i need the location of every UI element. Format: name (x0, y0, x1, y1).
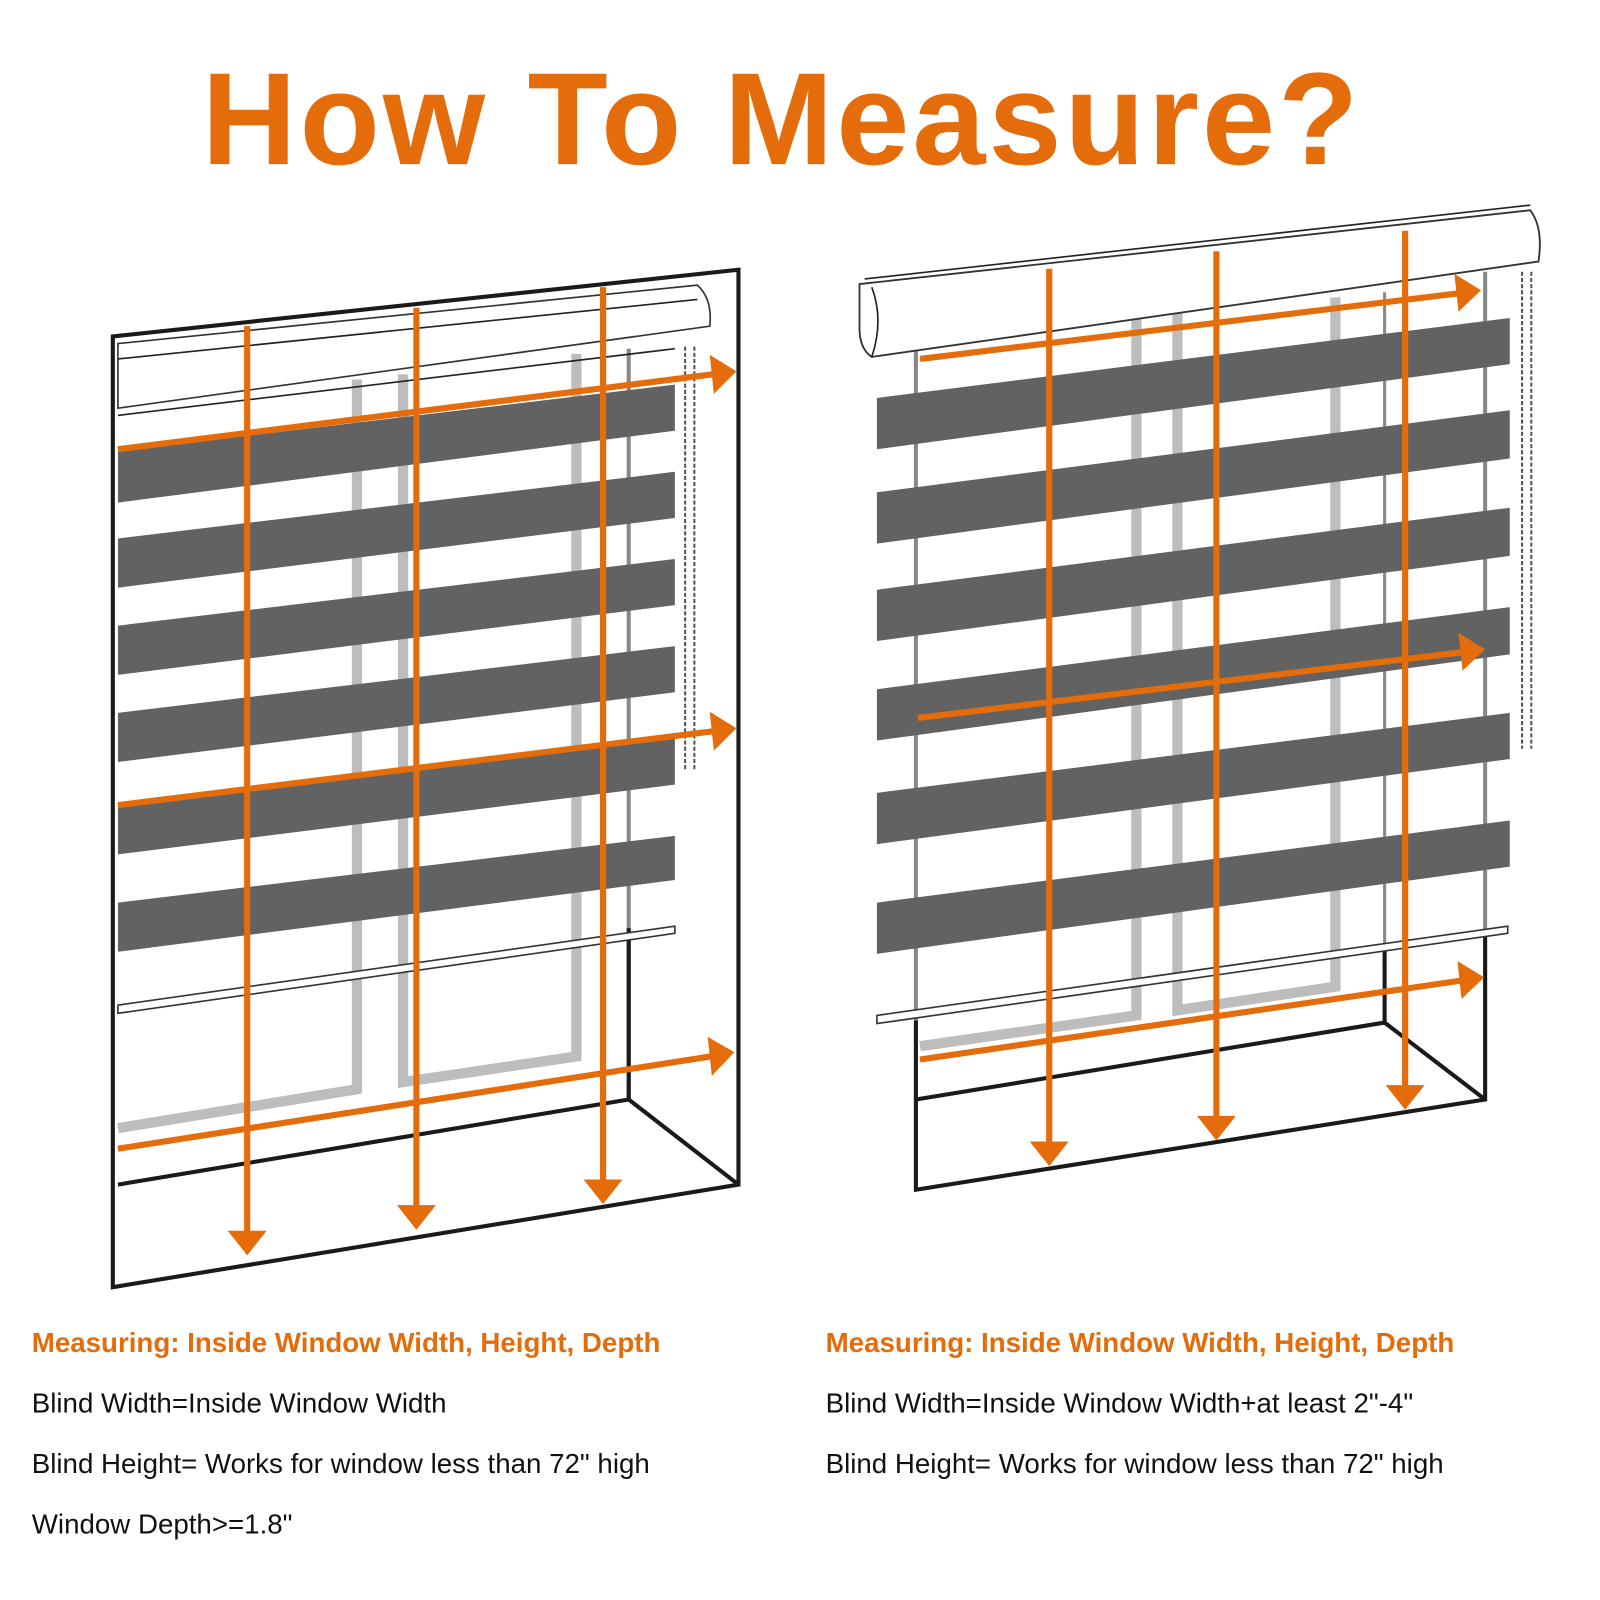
left-line-width: Blind Width=Inside Window Width (32, 1387, 447, 1418)
right-line-width: Blind Width=Inside Window Width+at least… (826, 1387, 1414, 1418)
bottom-rail (117, 925, 676, 1015)
right-caption: Measuring: Inside Window Width, Height, … (826, 1327, 1455, 1479)
right-heading: Measuring: Inside Window Width, Height, … (826, 1327, 1455, 1358)
blind-slats (117, 384, 675, 952)
window-frame (110, 267, 741, 1290)
headrail-right (858, 209, 1541, 358)
inside-mount-illustration (110, 267, 741, 1290)
left-caption: Measuring: Inside Window Width, Height, … (32, 1327, 661, 1540)
bead-chain (684, 346, 696, 770)
measure-arrows-right (917, 230, 1486, 1167)
blind-slats-right (876, 317, 1510, 954)
left-line-height: Blind Height= Works for window less than… (32, 1448, 650, 1479)
left-heading: Measuring: Inside Window Width, Height, … (32, 1327, 661, 1358)
measure-arrows (117, 287, 737, 1256)
right-line-height: Blind Height= Works for window less than… (826, 1448, 1444, 1479)
page-title: How To Measure? (202, 45, 1362, 192)
outside-mount-illustration (858, 204, 1541, 1193)
bead-chain-right (1521, 271, 1533, 749)
left-line-depth: Window Depth>=1.8" (32, 1508, 293, 1539)
bottom-rail-right (876, 925, 1509, 1025)
